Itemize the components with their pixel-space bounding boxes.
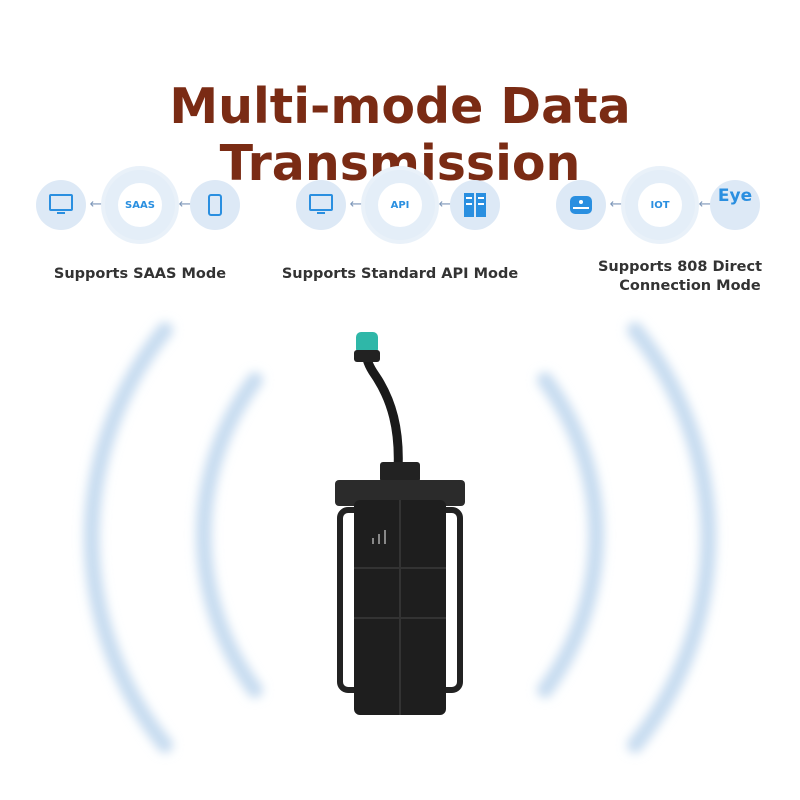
gear-api: API	[365, 170, 435, 240]
gear-iot: IOT	[625, 170, 695, 240]
double-arrow-icon: ⟷	[349, 197, 369, 212]
wave-left-outer	[83, 322, 173, 753]
mode-label: Supports Standard API Mode	[281, 266, 519, 282]
mode-api: ⟷ API ⟷ Supports Standard API Mode	[270, 170, 530, 300]
monitor-icon	[36, 180, 86, 230]
gear-label: SAAS	[118, 183, 162, 227]
eye-logo-text: Eye	[717, 186, 753, 206]
gps-tracker-device	[335, 332, 465, 715]
connector	[356, 332, 378, 354]
router-icon	[556, 180, 606, 230]
mode-saas: ⟷ SAAS ⟷ Supports SAAS Mode	[10, 170, 270, 300]
wave-left-inner	[195, 372, 263, 698]
wave-right-outer	[627, 322, 717, 753]
mode-label: Supports 808 Direct Connection Mode	[550, 258, 800, 296]
server-icon	[450, 180, 500, 230]
double-arrow-icon: ⟷	[89, 197, 109, 212]
mode-label-line1: Supports 808 Direct	[597, 259, 763, 275]
monitor-icon	[296, 180, 346, 230]
wave-right-inner	[537, 372, 605, 698]
mode-label: Supports SAAS Mode	[53, 266, 227, 282]
gear-label: API	[378, 183, 422, 227]
mode-label-line2: Connection Mode	[619, 278, 761, 294]
eye-logo: Eye	[710, 180, 760, 230]
gear-saas: SAAS	[105, 170, 175, 240]
cable	[361, 351, 403, 471]
smartphone-icon	[190, 180, 240, 230]
gear-label: IOT	[638, 183, 682, 227]
mode-808: ⟷ IOT ⟷ Eye Supports 808 Direct Connecti…	[530, 170, 790, 300]
double-arrow-icon: ⟷	[609, 197, 629, 212]
page-title: Multi-mode Data Transmission	[169, 78, 631, 192]
